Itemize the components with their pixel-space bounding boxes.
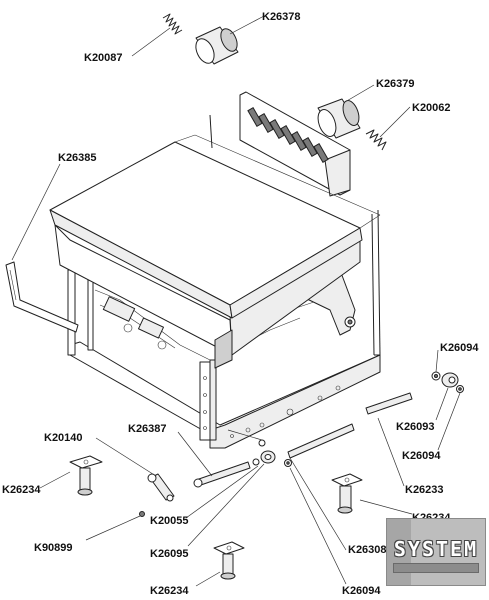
label-k26095: K26095 <box>150 548 189 560</box>
label-k26308: K26308 <box>348 544 387 556</box>
part-k26234-foot-right <box>331 473 363 514</box>
part-k26234-foot-bottom <box>213 541 245 580</box>
label-k26233: K26233 <box>405 484 444 496</box>
leader-lines <box>11 15 461 587</box>
base-frame <box>69 341 381 449</box>
part-k26233-shaft <box>287 392 413 459</box>
top-lid <box>49 134 381 319</box>
label-k26385: K26385 <box>58 152 97 164</box>
label-k26094-bottom: K26094 <box>342 585 381 597</box>
part-k26234-foot-left <box>69 455 103 496</box>
part-labels: K26378 K20087 K26379 K20062 K26385 K2609… <box>2 11 479 597</box>
label-k26094-mid: K26094 <box>402 450 441 462</box>
label-k26234-left: K26234 <box>2 484 41 496</box>
label-k26378: K26378 <box>262 11 301 23</box>
part-k26094-washer-mid <box>456 385 464 393</box>
part-k20140-lever <box>147 473 175 502</box>
back-panel <box>239 91 351 197</box>
cabinet-assembly <box>49 91 381 449</box>
label-k26094-top: K26094 <box>440 342 479 354</box>
part-k26094-washer-bottom <box>284 459 292 467</box>
label-k20055: K20055 <box>150 515 189 527</box>
part-k26385-handle <box>5 261 79 333</box>
part-k20062-spring <box>365 129 387 151</box>
part-k26095-ring <box>260 450 276 464</box>
part-k20087-spring <box>162 13 183 35</box>
part-k26387-rod <box>193 461 251 488</box>
part-k26378-cylinder <box>195 26 239 65</box>
part-k26094-washer-center <box>252 439 266 466</box>
frame-rear <box>209 114 381 356</box>
label-k90899: K90899 <box>34 542 73 554</box>
part-k26379-cylinder <box>317 98 361 139</box>
part-k26093-bushing <box>441 372 459 388</box>
label-k26379: K26379 <box>376 78 415 90</box>
label-k26093: K26093 <box>396 421 435 433</box>
label-k20140: K20140 <box>44 432 83 444</box>
label-k20087: K20087 <box>84 52 123 64</box>
label-k26387: K26387 <box>128 423 167 435</box>
part-k90899-screw <box>139 511 145 517</box>
label-k26234-bottom: K26234 <box>150 585 189 597</box>
part-k26094-washer-top <box>431 371 441 381</box>
system-watermark-logo: SYSTEM <box>386 518 486 586</box>
label-k20062: K20062 <box>412 102 451 114</box>
